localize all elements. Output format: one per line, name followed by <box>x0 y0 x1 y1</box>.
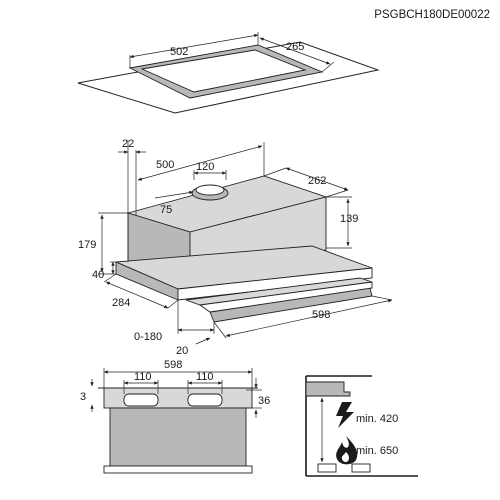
hood-frame-side <box>177 267 373 301</box>
visor-width-dim <box>225 299 393 337</box>
gas-flame-inner <box>341 452 350 463</box>
vent-left <box>123 393 159 407</box>
left-dim-label: 3 <box>80 391 86 403</box>
electric-icon <box>336 402 354 428</box>
front-view-visor <box>103 465 253 474</box>
vent-right-label: 110 <box>196 371 214 383</box>
total-height-label: 179 <box>78 239 96 251</box>
body-height-label: 139 <box>340 213 358 225</box>
front-view-body <box>109 407 247 467</box>
hood-width-label: 500 <box>156 159 174 171</box>
model-code: PSGBCH180DE00022 <box>374 9 490 21</box>
outlet-width-label: 120 <box>196 161 214 173</box>
right-dim-label: 36 <box>258 395 270 407</box>
hood-drawing <box>115 175 373 323</box>
cutout-depth-label: 265 <box>286 41 304 53</box>
visor-thickness-dim <box>195 337 211 345</box>
visor-width-label: 598 <box>312 309 330 321</box>
body-depth-label: 262 <box>308 175 326 187</box>
extension-label: 0-180 <box>134 331 162 343</box>
hood-side-section <box>305 381 351 397</box>
front-view-dimensions <box>90 368 262 418</box>
front-height-label: 40 <box>92 269 104 281</box>
top-offset-label: 22 <box>122 138 134 150</box>
outlet-diameter-dim <box>154 190 194 199</box>
cutout-length-dim <box>129 33 259 59</box>
front-depth-dim <box>105 281 169 309</box>
cutout-drawing <box>77 32 380 114</box>
clearance-drawing <box>305 375 418 477</box>
burner-right <box>351 463 371 473</box>
front-depth-label: 284 <box>112 297 130 309</box>
hood-width-dim <box>137 145 263 181</box>
visor-thickness-label: 20 <box>176 345 188 357</box>
vent-right <box>187 393 223 407</box>
front-width-label: 598 <box>164 359 182 371</box>
front-view-drawing <box>98 387 258 474</box>
clearance-electric-label: min. 420 <box>356 413 398 425</box>
gas-flame-icon <box>336 436 358 465</box>
hood-dimensions <box>98 140 393 345</box>
outlet-opening <box>195 184 225 196</box>
cutout-length-label: 502 <box>170 46 188 58</box>
vent-left-label: 110 <box>134 371 152 383</box>
outlet-diameter-label: 75 <box>160 204 172 216</box>
burner-left <box>317 463 337 473</box>
clearance-gas-label: min. 650 <box>356 445 398 457</box>
body-depth-dim <box>285 167 349 191</box>
cutout-depth-dim <box>259 37 331 65</box>
